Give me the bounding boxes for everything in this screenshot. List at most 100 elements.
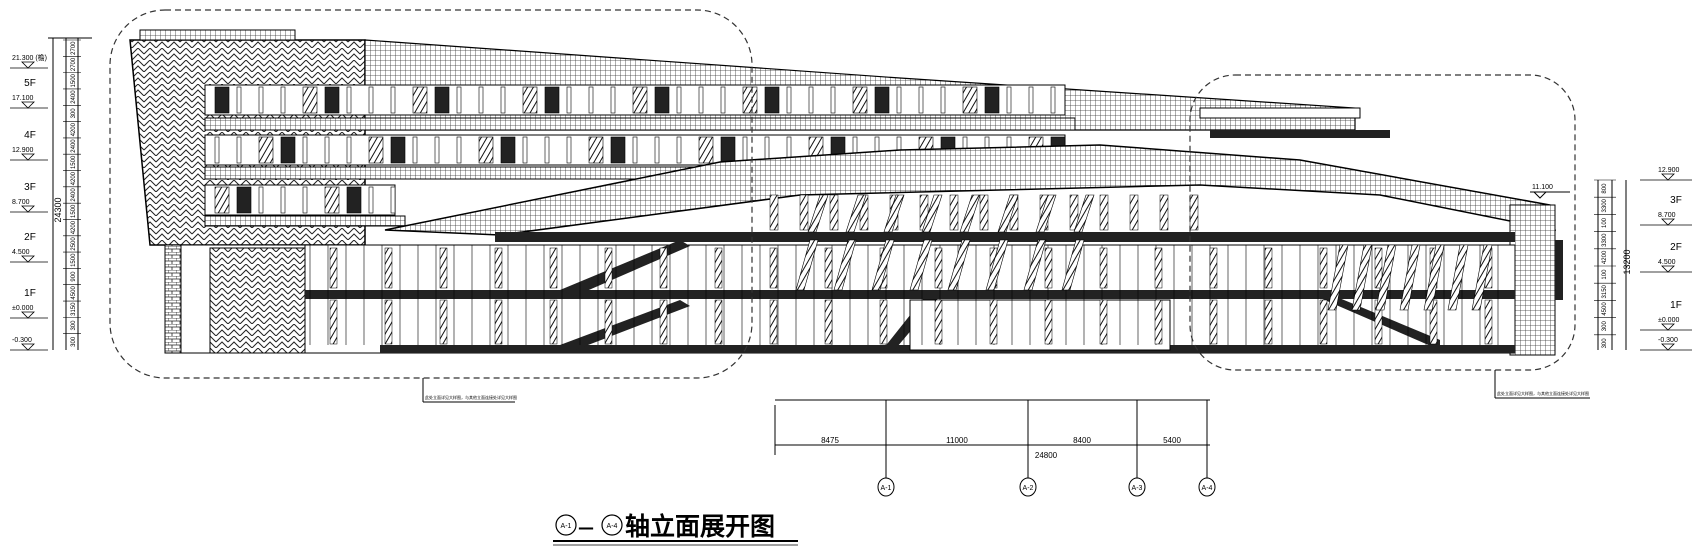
right-level-elev: -0.300: [1658, 337, 1678, 344]
window-pane: [324, 136, 330, 164]
column-pier: [824, 299, 833, 345]
left-level-2: 12.900 4F: [10, 130, 48, 161]
left-dim-text: 2400: [71, 139, 77, 153]
diagonal-fin: [845, 194, 867, 233]
window-pane: [698, 136, 714, 164]
window-pane: [390, 136, 406, 164]
window-pane: [632, 136, 638, 164]
window-pane: [302, 86, 318, 114]
window-pane: [368, 186, 374, 214]
window-pane: [500, 136, 516, 164]
left-dimension-column: [48, 37, 92, 350]
diagonal-fin: [1061, 239, 1085, 291]
column-pier: [1209, 247, 1218, 289]
column-pier: [1319, 247, 1328, 289]
window-pane: [830, 86, 836, 114]
window-pane: [940, 86, 946, 114]
left-level-elev: 4.500: [12, 249, 30, 256]
axis-bubble-a4: A-4: [1198, 477, 1216, 497]
diagonal-fin: [1447, 244, 1469, 311]
svg-text:A-3: A-3: [1132, 485, 1143, 492]
window-pane: [500, 86, 506, 114]
window-pane: [236, 186, 252, 214]
column-pier: [1069, 194, 1079, 231]
column-pier: [1099, 299, 1108, 345]
window-pane: [654, 86, 670, 114]
diagonal-fin: [795, 239, 819, 291]
window-pane: [346, 86, 352, 114]
column-pier: [1264, 299, 1273, 345]
column-pier: [934, 299, 943, 345]
column-pier: [1374, 247, 1383, 289]
window-pane: [676, 136, 682, 164]
window-pane: [808, 86, 814, 114]
left-dim-text: 3150: [71, 302, 77, 316]
window-pane: [720, 86, 726, 114]
left-dim-text: 4200: [71, 220, 77, 234]
column-pier: [1044, 247, 1053, 289]
window-pane: [456, 86, 462, 114]
plan-dimension-lines: [774, 399, 1210, 478]
right-dim-text: 300: [1602, 321, 1608, 332]
diagonal-fin: [1471, 244, 1493, 311]
window-pane: [324, 86, 340, 114]
left-level-elev: 17.100: [12, 95, 34, 102]
window-pane: [280, 136, 296, 164]
column-pier: [769, 299, 778, 345]
window-pane: [214, 186, 230, 214]
plan-dim-2: 11000: [946, 436, 968, 445]
left-level-elev: 8.700: [12, 199, 30, 206]
column-pier: [659, 299, 668, 345]
left-level-floor: 4F: [24, 130, 36, 141]
drawing-title: A-1 — A-4 轴立面展开图: [553, 512, 798, 546]
right-dim-text: 4200: [1602, 250, 1608, 264]
diagonal-fin: [985, 239, 1009, 291]
right-dim-text: 3300: [1602, 198, 1608, 212]
column-pier: [1044, 299, 1053, 345]
window-pane: [258, 136, 274, 164]
column-pier: [1099, 247, 1108, 289]
window-pane: [984, 86, 1000, 114]
left-dim-text: 4200: [71, 122, 77, 136]
window-pane: [214, 136, 220, 164]
right-level-elev: ±0.000: [1658, 317, 1679, 324]
window-pane: [1006, 86, 1012, 114]
window-pane: [478, 86, 484, 114]
window-pane: [236, 86, 242, 114]
window-pane: [742, 86, 758, 114]
window-pane: [456, 136, 462, 164]
window-pane: [302, 186, 308, 214]
callout-left: [109, 9, 753, 379]
window-pane: [390, 186, 396, 214]
column-pier: [1484, 299, 1493, 345]
left-dim-text: 300: [71, 320, 77, 331]
diagonal-fins: [795, 194, 1493, 311]
right-level-floor: 1F: [1670, 300, 1682, 311]
right-dim-text: 800: [1602, 183, 1608, 194]
right-dim-text: 100: [1602, 217, 1608, 228]
column-pier: [1264, 247, 1273, 289]
diagonal-fin: [1423, 244, 1445, 311]
svg-text:A-2: A-2: [1023, 485, 1034, 492]
window-pane: [588, 136, 604, 164]
left-dim-text: 1500: [71, 204, 77, 218]
window-pane: [434, 136, 440, 164]
right-level-elev: 12.900: [1658, 167, 1680, 174]
left-level-elev: -0.300: [12, 337, 32, 344]
left-dim-text: 2400: [71, 188, 77, 202]
right-roof-level: 11.100: [1530, 184, 1570, 199]
right-dimension-column: [1597, 180, 1627, 350]
plan-dim-3: 8400: [1073, 436, 1091, 445]
right-level-floor: 3F: [1670, 195, 1682, 206]
left-level-elev: 12.900: [12, 147, 34, 154]
plan-dim-total: 24800: [1035, 451, 1058, 460]
column-pier: [494, 247, 503, 289]
column-pier: [604, 299, 613, 345]
diagonal-fin: [959, 194, 981, 233]
column-pier: [714, 299, 723, 345]
axis-bubble-a1: A-1: [877, 477, 895, 497]
